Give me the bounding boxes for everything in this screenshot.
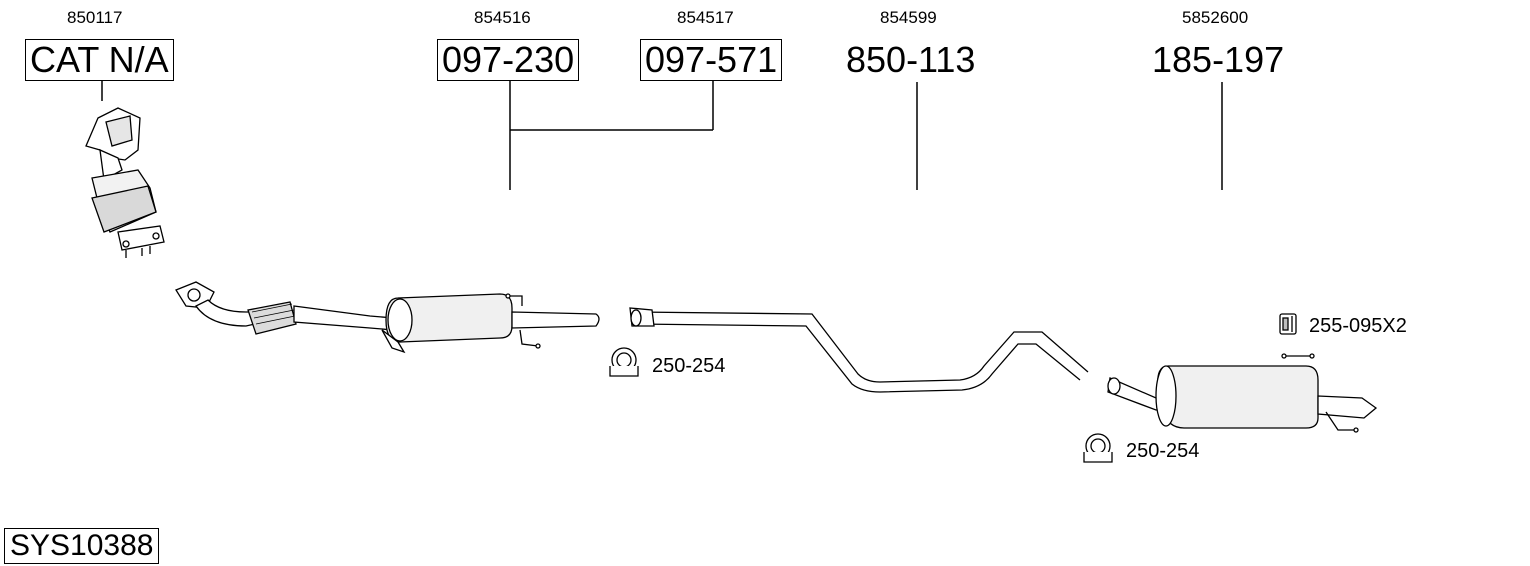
- part-number-097-230[interactable]: 097-230: [437, 39, 580, 81]
- system-code-label: SYS10388: [4, 528, 160, 564]
- part-number-850-113[interactable]: 850-113: [846, 39, 976, 80]
- clamp-icon: [1083, 433, 1113, 463]
- part-ref-3: 854517: [677, 8, 734, 27]
- middle-silencer-drawing: [381, 293, 600, 354]
- part-ref-2: 854516: [474, 8, 531, 27]
- rear-silencer-drawing: [1107, 353, 1378, 433]
- accessory-label-clamp-2[interactable]: 250-254: [1126, 440, 1200, 462]
- part-number-097-571[interactable]: 097-571: [640, 39, 783, 81]
- clamp-icon: [609, 347, 639, 377]
- part-number-cat[interactable]: CAT N/A: [25, 39, 174, 81]
- front-pipe-drawing: [175, 281, 395, 335]
- catalytic-converter-drawing: [85, 107, 165, 258]
- part-ref-4: 854599: [880, 8, 937, 27]
- part-ref-5: 5852600: [1182, 8, 1249, 27]
- accessory-label-mount[interactable]: 255-095X2: [1309, 315, 1407, 337]
- rubber-mount-icon: [1279, 313, 1297, 335]
- accessory-label-clamp-1[interactable]: 250-254: [652, 355, 726, 377]
- part-number-185-197[interactable]: 185-197: [1152, 39, 1285, 80]
- intermediate-pipe-drawing: [629, 307, 1089, 393]
- part-ref-1: 850117: [67, 8, 123, 27]
